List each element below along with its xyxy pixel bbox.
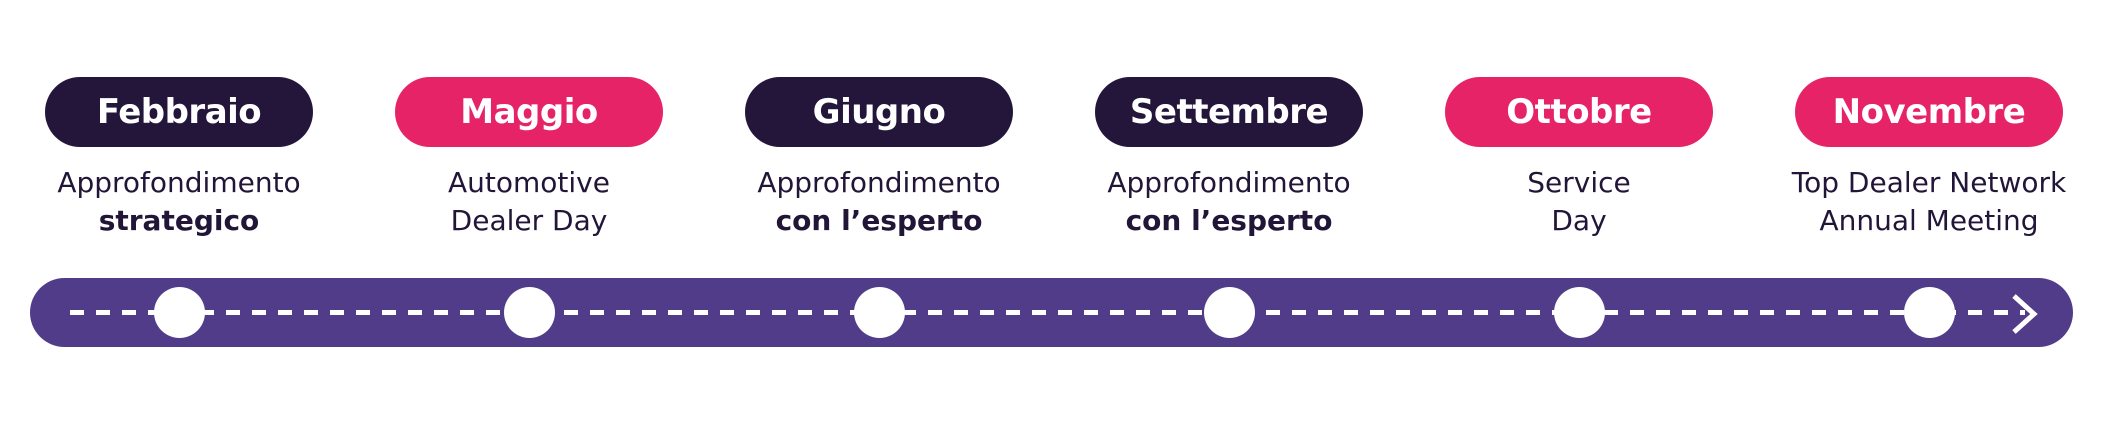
description-line1: Automotive bbox=[448, 166, 610, 199]
timeline-dot bbox=[154, 287, 205, 338]
description-line1: Approfondimento bbox=[757, 166, 1001, 199]
milestone-description: Approfondimento strategico bbox=[9, 164, 349, 240]
timeline-dot bbox=[1204, 287, 1255, 338]
description-line2: Annual Meeting bbox=[1819, 204, 2039, 237]
description-line1: Top Dealer Network bbox=[1791, 166, 2067, 199]
timeline-dot bbox=[504, 287, 555, 338]
timeline-dot bbox=[1904, 287, 1955, 338]
timeline-dot bbox=[1554, 287, 1605, 338]
description-line1: Approfondimento bbox=[57, 166, 301, 199]
month-pill-giugno: Giugno bbox=[745, 77, 1013, 147]
description-line2: Dealer Day bbox=[450, 204, 608, 237]
month-pill-settembre: Settembre bbox=[1095, 77, 1363, 147]
description-line2: strategico bbox=[98, 204, 260, 237]
description-line1: Approfondimento bbox=[1107, 166, 1351, 199]
month-pill-maggio: Maggio bbox=[395, 77, 663, 147]
timeline-dashed-line bbox=[70, 310, 2025, 315]
milestone-description: Approfondimento con l’esperto bbox=[709, 164, 1049, 240]
chevron-right-icon bbox=[2012, 294, 2038, 334]
description-line2: con l’esperto bbox=[1125, 204, 1333, 237]
description-line1: Service bbox=[1527, 166, 1631, 199]
month-pill-novembre: Novembre bbox=[1795, 77, 2063, 147]
milestone-description: Approfondimento con l’esperto bbox=[1059, 164, 1399, 240]
month-pill-ottobre: Ottobre bbox=[1445, 77, 1713, 147]
month-pill-febbraio: Febbraio bbox=[45, 77, 313, 147]
timeline-dot bbox=[854, 287, 905, 338]
description-line2: con l’esperto bbox=[775, 204, 983, 237]
description-line2: Day bbox=[1551, 204, 1607, 237]
